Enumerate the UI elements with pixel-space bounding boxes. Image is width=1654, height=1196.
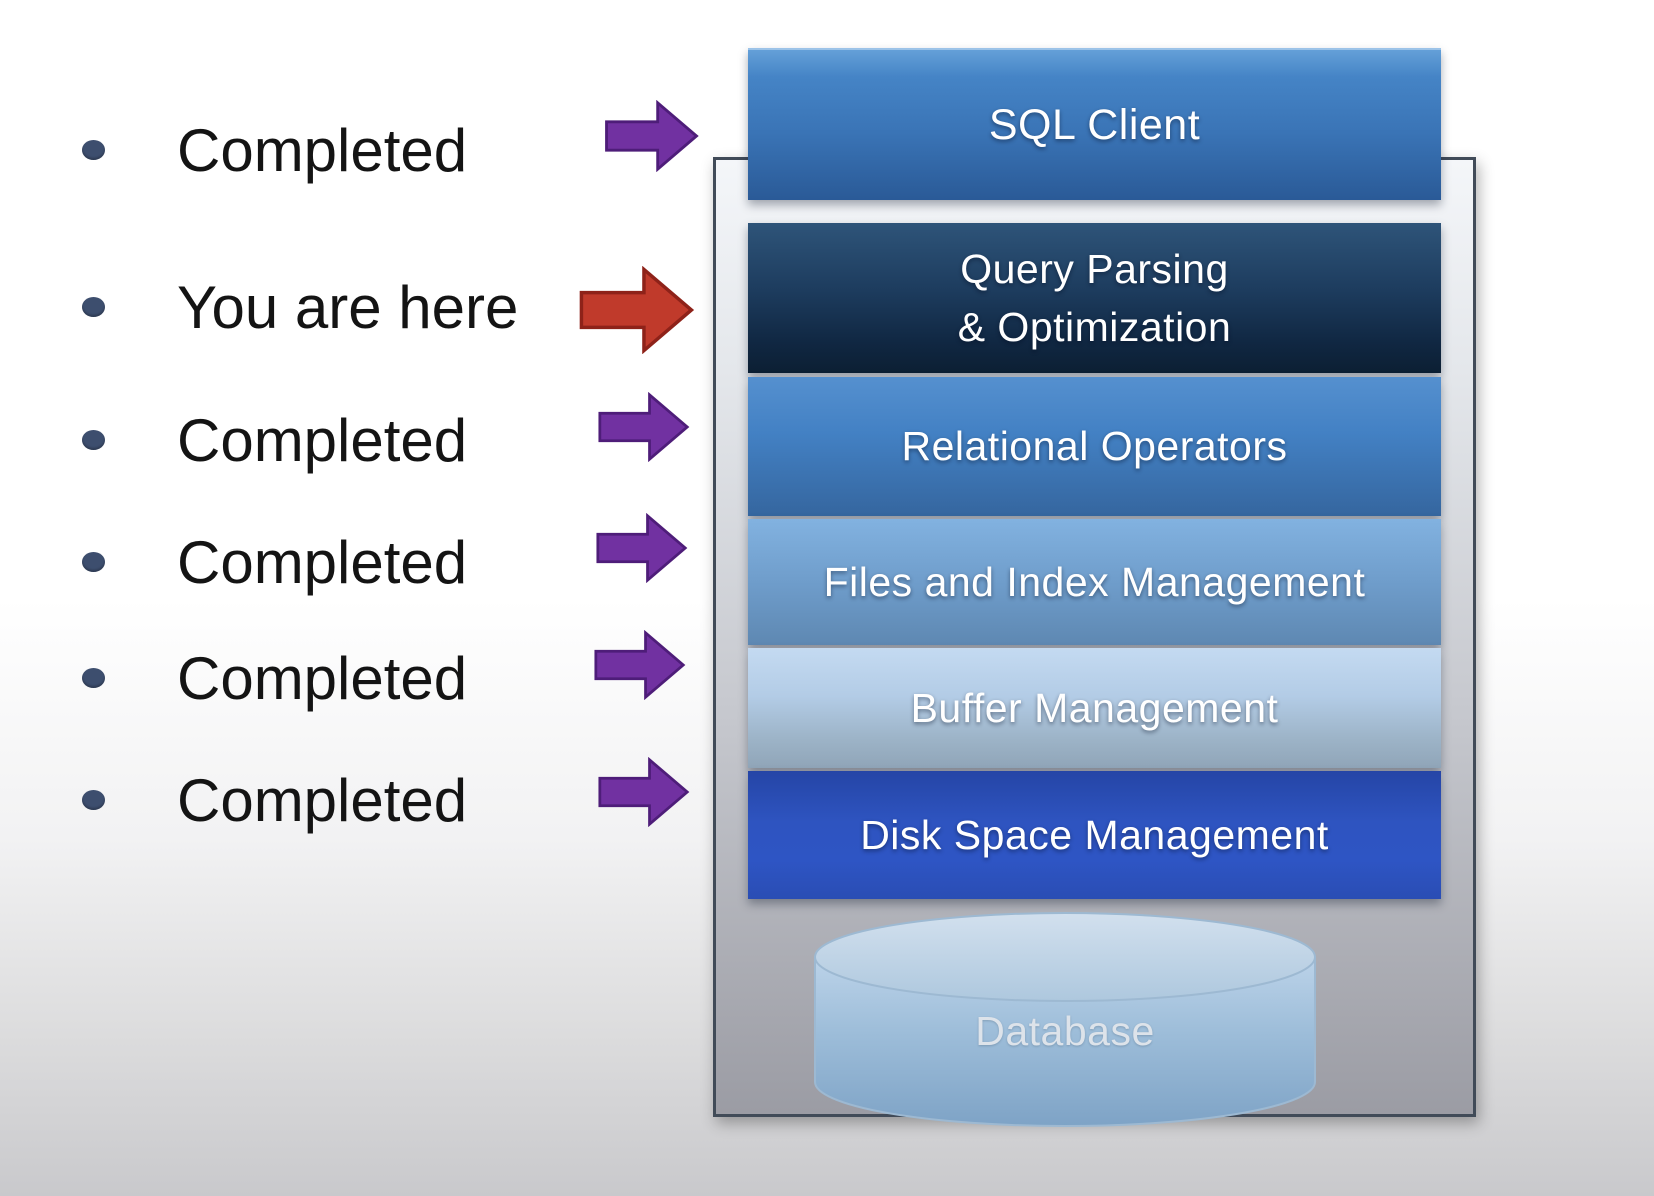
layer-buffer-management: Buffer Management bbox=[748, 648, 1441, 768]
bullet-icon bbox=[82, 668, 105, 688]
legend-row-2: You are here bbox=[82, 265, 518, 349]
layer-buffer-management-label: Buffer Management bbox=[910, 684, 1279, 731]
legend-row-6: Completed bbox=[82, 758, 467, 842]
database-cylinder-icon bbox=[812, 910, 1318, 1130]
legend-row-5: Completed bbox=[82, 636, 467, 720]
bullet-icon bbox=[82, 140, 105, 160]
legend-label-1: Completed bbox=[177, 116, 468, 184]
completed-arrow-icon bbox=[598, 757, 690, 827]
layer-query-parsing-line2: & Optimization bbox=[957, 304, 1232, 350]
bullet-icon bbox=[82, 297, 105, 317]
layer-files-index-label: Files and Index Management bbox=[823, 558, 1366, 605]
bullet-icon bbox=[82, 552, 105, 572]
legend-label-5: Completed bbox=[177, 644, 468, 712]
layer-query-parsing-optimization: Query Parsing & Optimization bbox=[748, 223, 1441, 373]
bullet-icon bbox=[82, 430, 105, 450]
bullet-icon bbox=[82, 790, 105, 810]
layer-relational-operators-label: Relational Operators bbox=[901, 423, 1288, 469]
layer-disk-space-label: Disk Space Management bbox=[860, 811, 1329, 858]
completed-arrow-icon bbox=[604, 100, 700, 172]
layer-relational-operators: Relational Operators bbox=[748, 377, 1441, 516]
database-label: Database bbox=[975, 1008, 1155, 1054]
legend-row-1: Completed bbox=[82, 108, 467, 192]
completed-arrow-icon bbox=[598, 392, 690, 462]
legend-label-6: Completed bbox=[177, 766, 468, 834]
completed-arrow-icon bbox=[596, 513, 688, 583]
you-are-here-arrow-icon bbox=[576, 266, 698, 354]
layer-disk-space-management: Disk Space Management bbox=[748, 771, 1441, 899]
layer-sql-client: SQL Client bbox=[748, 48, 1441, 200]
legend-label-4: Completed bbox=[177, 528, 468, 596]
layer-query-parsing-line1: Query Parsing bbox=[960, 245, 1229, 292]
legend-label-2: You are here bbox=[177, 273, 519, 341]
layer-sql-client-label: SQL Client bbox=[988, 100, 1201, 149]
legend-row-3: Completed bbox=[82, 398, 467, 482]
legend-row-4: Completed bbox=[82, 520, 467, 604]
layer-files-index-management: Files and Index Management bbox=[748, 519, 1441, 645]
legend-label-3: Completed bbox=[177, 406, 468, 474]
completed-arrow-icon bbox=[594, 630, 686, 700]
